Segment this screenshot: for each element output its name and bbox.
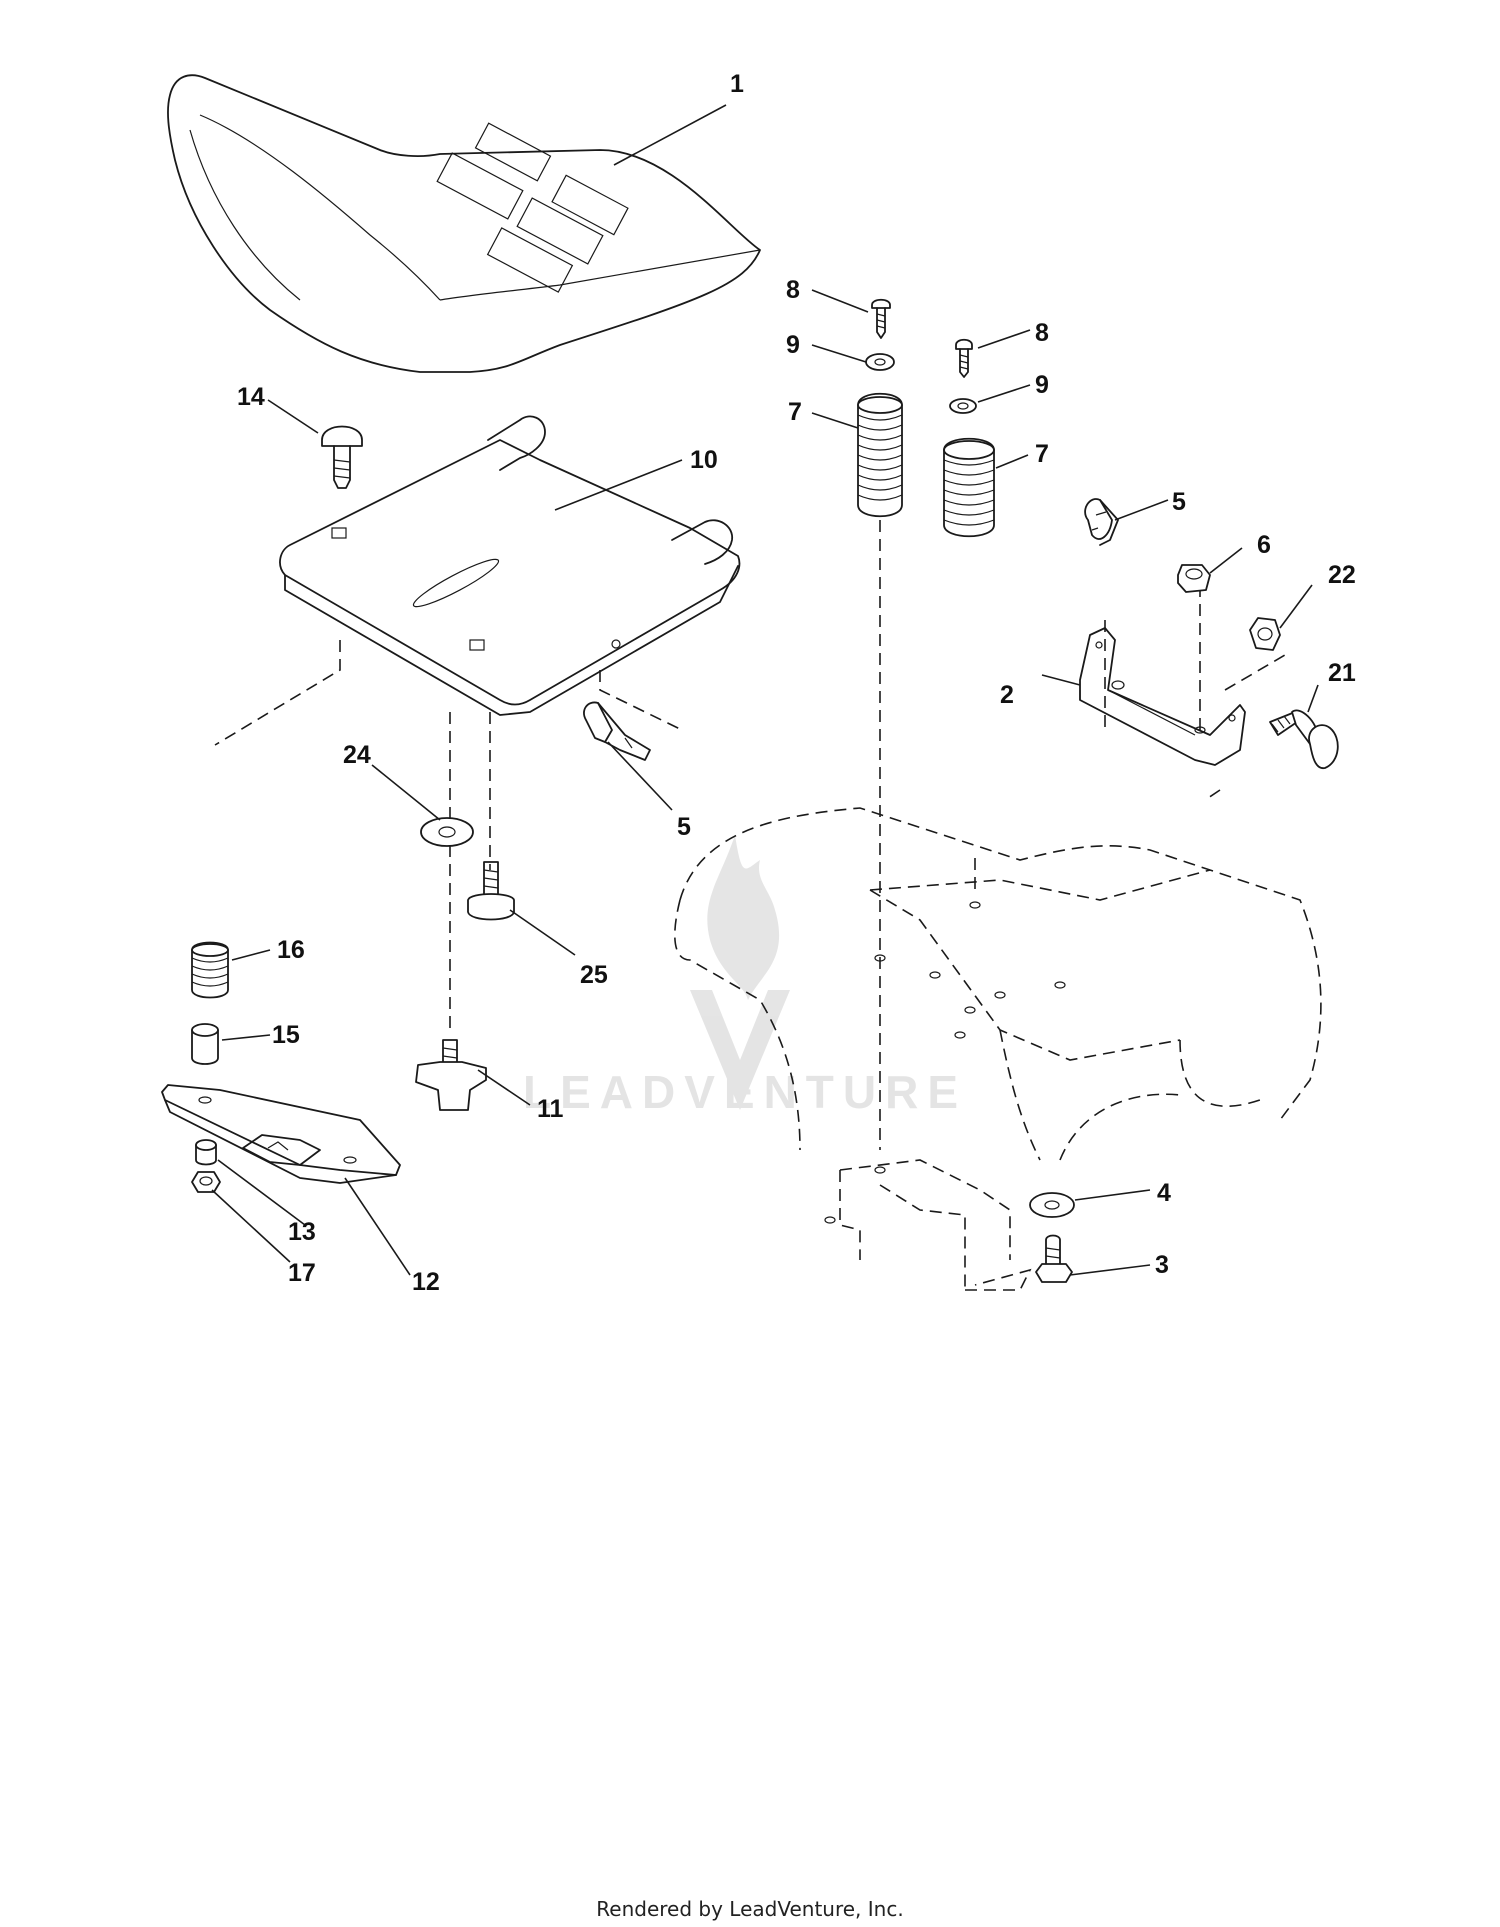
callout-13: 13 bbox=[288, 1218, 316, 1246]
screw-left bbox=[871, 298, 891, 339]
seat-pan bbox=[279, 415, 741, 716]
callout-6: 6 bbox=[1257, 531, 1271, 559]
washer-left bbox=[865, 353, 895, 371]
washer-bottom bbox=[1029, 1192, 1075, 1218]
callout-12: 12 bbox=[412, 1268, 440, 1296]
knob bbox=[415, 1039, 487, 1111]
bolt-21 bbox=[1269, 709, 1339, 769]
callout-25: 25 bbox=[580, 961, 608, 989]
callout-5-left: 5 bbox=[677, 813, 691, 841]
callout-1: 1 bbox=[730, 70, 744, 98]
callouts: 1 2 3 4 5 5 6 7 7 8 8 9 9 10 11 12 13 14… bbox=[237, 70, 1356, 1296]
spring-left bbox=[857, 392, 903, 518]
callout-15: 15 bbox=[272, 1021, 300, 1049]
callout-21: 21 bbox=[1328, 659, 1356, 687]
callout-4: 4 bbox=[1157, 1179, 1171, 1207]
bolt-bottom bbox=[1035, 1234, 1073, 1283]
callout-3: 3 bbox=[1155, 1251, 1169, 1279]
callout-5-right: 5 bbox=[1172, 488, 1186, 516]
frame-outline bbox=[674, 807, 1322, 1291]
nut-right bbox=[1177, 564, 1211, 593]
callout-17: 17 bbox=[288, 1259, 316, 1287]
callout-11: 11 bbox=[537, 1095, 564, 1123]
callout-2: 2 bbox=[1000, 681, 1014, 709]
pan-bracket bbox=[1079, 627, 1246, 766]
washer-24 bbox=[420, 817, 474, 847]
footer-credit: Rendered by LeadVenture, Inc. bbox=[596, 1897, 904, 1921]
callout-8-left: 8 bbox=[786, 276, 800, 304]
spring-16 bbox=[191, 941, 229, 999]
spacer bbox=[191, 1023, 219, 1065]
nut-17 bbox=[191, 1171, 221, 1193]
callout-16: 16 bbox=[277, 936, 305, 964]
callout-24: 24 bbox=[343, 741, 371, 769]
bolt-25 bbox=[467, 861, 515, 921]
callout-10: 10 bbox=[690, 446, 718, 474]
seat bbox=[167, 74, 761, 373]
callout-7-right: 7 bbox=[1035, 440, 1049, 468]
watermark: LEADVENTURE bbox=[523, 835, 967, 1118]
callout-9-left: 9 bbox=[786, 331, 800, 359]
callout-9-right: 9 bbox=[1035, 371, 1049, 399]
leader-lines bbox=[211, 104, 1319, 1276]
watermark-text: LEADVENTURE bbox=[523, 1066, 967, 1118]
clip-right bbox=[1084, 498, 1119, 546]
assembly-lines bbox=[214, 520, 1286, 1150]
callout-8-right: 8 bbox=[1035, 319, 1049, 347]
callout-22: 22 bbox=[1328, 561, 1356, 589]
nut-22 bbox=[1249, 617, 1281, 651]
callout-7-left: 7 bbox=[788, 398, 802, 426]
washer-right bbox=[949, 398, 977, 414]
carriage-bolt bbox=[321, 425, 363, 489]
flame-v-logo-icon bbox=[690, 835, 790, 1110]
spring-right bbox=[943, 437, 995, 538]
clip-left bbox=[583, 701, 651, 761]
slide-rail bbox=[161, 1084, 401, 1184]
nut-13 bbox=[195, 1139, 217, 1166]
screw-right bbox=[955, 338, 973, 378]
callout-14: 14 bbox=[237, 383, 265, 411]
